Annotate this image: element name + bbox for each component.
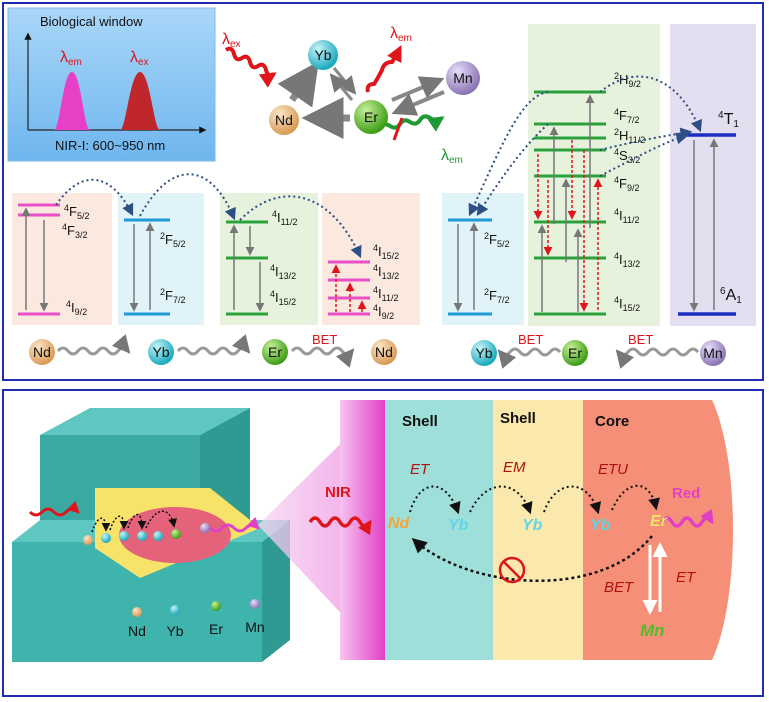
red-emission-wave: [365, 45, 402, 93]
mn-level-bot: 6A1: [720, 286, 742, 306]
cube-legend-yb: Yb: [166, 623, 183, 639]
arrow-mn-to-er: [391, 90, 445, 116]
right-chain-yb: Yb: [475, 345, 492, 361]
left-energy-levels: 4F5/2 4F3/2 4I9/2 2F5/2 2F7/2 4I11/2 4I1…: [12, 173, 420, 325]
nd2-level-0: 4I15/2: [373, 243, 399, 261]
er-level-top: 4I11/2: [272, 209, 298, 227]
left-chain-yb: Yb: [152, 344, 169, 360]
nd2-level-1: 4I13/2: [373, 263, 399, 281]
label-core: Core: [595, 413, 629, 430]
core-layer: [583, 400, 733, 660]
scheme-nd-ball: [269, 105, 299, 135]
right-er-level-0: 2H9/2: [614, 71, 641, 89]
right-mn-box: [670, 24, 756, 326]
nd2-level-box: [322, 193, 420, 325]
yb-level-top: 2F5/2: [160, 231, 185, 249]
scheme-lambda-em-green: λem: [441, 147, 463, 166]
layer-ion-nd: Nd: [388, 515, 411, 532]
left-chain-nd2: Nd: [375, 344, 393, 360]
right-er-level-2: 2H11/2: [614, 127, 645, 145]
cube-legend-er: Er: [209, 621, 223, 637]
scheme-lambda-em-red: λem: [390, 25, 412, 44]
right-er-level-3: 4S3/2: [614, 147, 640, 165]
yb-level-bot: 2F7/2: [160, 287, 185, 305]
transfer-scheme: λex λem λem Yb Nd Er Mn: [222, 25, 480, 166]
right-chain-bet2: BET: [628, 332, 653, 347]
inner-shell-layer: [493, 400, 583, 660]
scheme-yb-ball: [308, 40, 338, 70]
scheme-er-label: Er: [364, 109, 378, 125]
scheme-mn-label: Mn: [453, 70, 472, 86]
er-level-bot: 4I15/2: [270, 289, 296, 307]
nd-level-top: 4F5/2: [64, 203, 89, 221]
label-nir: NIR: [325, 484, 351, 501]
layer-ion-yb1: Yb: [448, 517, 469, 534]
yb-level-box: [118, 193, 204, 325]
arrow-er-to-yb: [329, 73, 354, 101]
right-er-level-7: 4I15/2: [614, 295, 640, 313]
layer-ion-er: Er: [650, 513, 668, 530]
green-emission-blocked-mark: [392, 117, 404, 141]
label-em: EM: [503, 459, 526, 476]
core-shell-layers: Shell Shell Core NIR Red ET EM ETU Nd Yb…: [308, 400, 733, 660]
nd2-level-2: 4I11/2: [373, 285, 399, 303]
inset-lambda-em: λem: [60, 49, 82, 68]
label-shell-inner: Shell: [500, 410, 536, 427]
label-et-mn: ET: [676, 569, 697, 586]
biological-window-inset: Biological window λem λex NIR-I: 600~950…: [7, 7, 216, 162]
nd-level-bot: 4I9/2: [66, 299, 87, 317]
label-etu: ETU: [598, 461, 628, 478]
arrow-nd-to-yb: [277, 61, 319, 108]
mn-level-top: 4T1: [718, 110, 739, 130]
right-er-level-6: 4I13/2: [614, 251, 640, 269]
right-transfer-chain: Yb Er Mn BET BET: [471, 332, 726, 369]
right-energy-levels: 2F5/2 2F7/2 2H9/2 4F7/2 2H11/2 4S3/2 4F9…: [442, 24, 756, 326]
left-chain-er: Er: [268, 344, 282, 360]
cube-legend-mn: Mn: [245, 619, 264, 635]
right-chain-er: Er: [568, 345, 582, 361]
inset-title: Biological window: [40, 14, 143, 29]
nd-level-box: [12, 193, 112, 325]
em-peak: [54, 72, 90, 130]
layer-ion-yb3: Yb: [590, 517, 611, 534]
layer-ion-yb2: Yb: [522, 517, 543, 534]
green-emission-wave: [378, 114, 445, 132]
blocked-icon: [498, 556, 526, 584]
nanoparticle-cube: Nd Yb Er Mn: [12, 408, 290, 662]
scheme-lambda-ex: λex: [222, 31, 241, 50]
scheme-yb-label: Yb: [314, 47, 331, 63]
label-et: ET: [410, 461, 431, 478]
label-red: Red: [672, 485, 700, 502]
layer-ion-mn: Mn: [640, 621, 665, 640]
right-er-level-4: 4F9/2: [614, 175, 639, 193]
inset-lambda-ex: λex: [130, 49, 149, 68]
right-yb-top: 2F5/2: [484, 231, 509, 249]
right-er-level-5: 4I11/2: [614, 207, 640, 225]
er-level-mid: 4I13/2: [270, 263, 296, 281]
outer-shell-layer: [385, 400, 493, 660]
ex-peak: [120, 72, 160, 130]
right-chain-bet1: BET: [518, 332, 543, 347]
label-bet: BET: [604, 579, 635, 596]
scheme-er-ball: [354, 100, 388, 134]
scheme-mn-ball: [446, 61, 480, 95]
cube-legend-nd: Nd: [128, 623, 146, 639]
right-er-level-1: 4F7/2: [614, 107, 639, 125]
scheme-nd-label: Nd: [275, 112, 293, 128]
pink-entrance: [340, 400, 385, 660]
right-yb-box: [442, 193, 524, 325]
left-chain-nd: Nd: [33, 344, 51, 360]
left-chain-bet: BET: [312, 332, 337, 347]
excitation-wave: [224, 46, 277, 88]
right-chain-mn: Mn: [703, 345, 722, 361]
nd2-level-3: 4I9/2: [373, 303, 394, 321]
right-yb-bot: 2F7/2: [484, 287, 509, 305]
left-transfer-chain: Nd Yb Er Nd BET: [29, 332, 397, 368]
nd-level-mid: 4F3/2: [62, 222, 87, 240]
inset-range: NIR-I: 600~950 nm: [55, 138, 165, 153]
label-shell-outer: Shell: [402, 413, 438, 430]
